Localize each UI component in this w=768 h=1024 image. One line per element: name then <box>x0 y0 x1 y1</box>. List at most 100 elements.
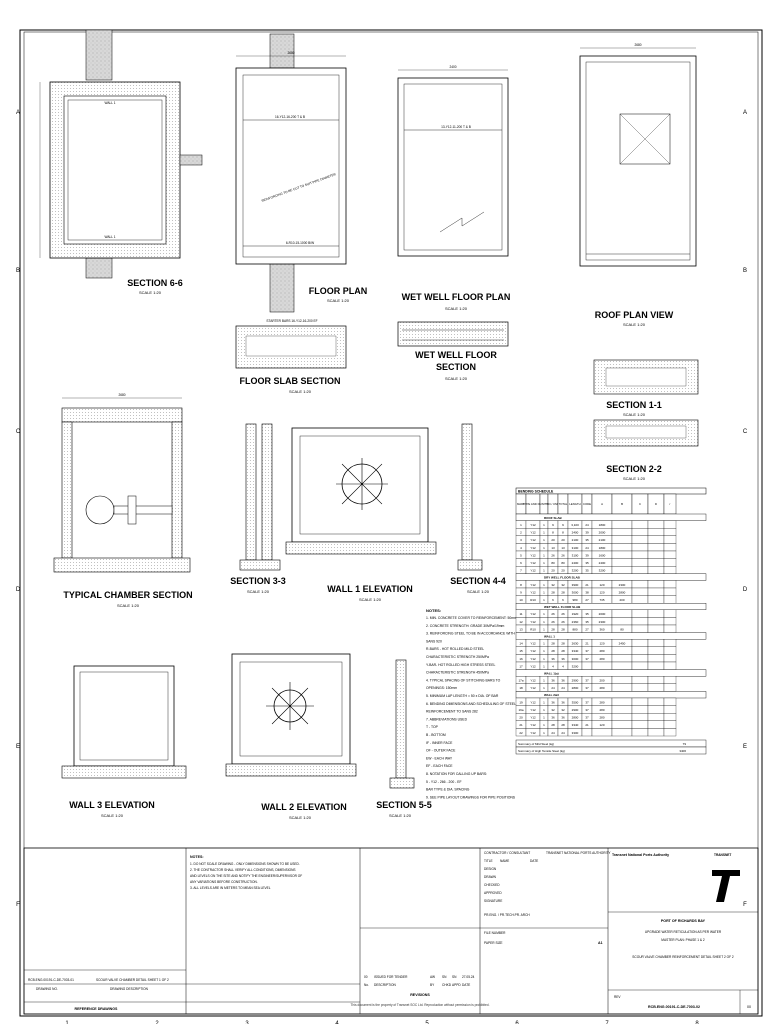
schedule-cell-value: 80 <box>620 627 624 631</box>
grid-row: D <box>16 587 21 593</box>
schedule-cell-value: Y12 <box>530 569 536 573</box>
company-name: Transnet National Ports Authority <box>612 853 669 857</box>
grid-col: 6 <box>515 1021 519 1024</box>
schedule-cell <box>663 720 677 729</box>
rev-header: No. <box>364 983 369 987</box>
schedule-cell <box>647 654 665 663</box>
schedule-cell <box>631 543 649 552</box>
schedule-cell-value: 39 <box>585 553 589 557</box>
schedule-cell <box>631 713 649 721</box>
schedule-cell-value: 28 <box>561 723 565 727</box>
schedule-cell <box>663 624 677 633</box>
schedule-cell-value: 1 <box>543 664 545 668</box>
schedule-cell <box>647 639 665 647</box>
schedule-cell-value: 37 <box>585 686 589 690</box>
schedule-cell-value: 3000 <box>572 590 579 594</box>
contractor-label: CONTRACTOR / CONSULTANT <box>484 851 530 855</box>
general-notes: NOTES:1. MIN. CONCRETE COVER TO REINFORC… <box>426 608 517 799</box>
schedule-cell-value: 280 <box>599 649 604 653</box>
schedule-cell <box>647 528 665 536</box>
schedule-cell-value: R10 <box>530 627 536 631</box>
view-title: SECTION 5-5 <box>376 800 432 810</box>
note-line: OF - OUTER FACE <box>426 749 456 753</box>
schedule-cell-value: 21 <box>585 723 589 727</box>
schedule-cell-value: 37 <box>585 657 589 661</box>
schedule-cell-value: 8 <box>552 531 554 535</box>
note-line: 5 - Y12 - 266 - 200 - EF <box>426 780 462 784</box>
schedule-cell-value: 32 <box>561 708 565 712</box>
schedule-cell-value: 3000 <box>572 657 579 661</box>
bar-label: 16-Y12-16-200 T & B <box>275 115 305 119</box>
schedule-cell-value: 28 <box>561 642 565 646</box>
schedule-summary-label: Summary of Mild Steel (kg) <box>518 742 554 746</box>
schedule-cell-value: 3 <box>520 538 522 542</box>
schedule-cell <box>663 661 677 670</box>
schedule-cell-value: 2450 <box>619 642 626 646</box>
schedule-cell-value: 9 <box>520 590 522 594</box>
schedule-cell-value: 20 <box>519 716 523 720</box>
schedule-cell-value: 1 <box>543 716 545 720</box>
schedule-cell-value: 1600 <box>599 553 606 557</box>
rev-label: REV <box>614 995 621 999</box>
approved-label: APPROVED <box>484 891 502 895</box>
schedule-cell-value: 24 <box>551 686 555 690</box>
grid-row: F <box>743 902 747 908</box>
schedule-cell <box>647 520 665 529</box>
schedule-cell-value: 8 <box>520 583 522 587</box>
schedule-cell-value: 6 <box>552 598 554 602</box>
schedule-cell-value: 26 <box>561 553 565 557</box>
schedule-cell <box>631 676 649 684</box>
schedule-cell-value: Y12 <box>530 664 536 668</box>
schedule-cell-value: 80 <box>551 561 555 565</box>
schedule-cell-value: 2 <box>520 531 522 535</box>
rev-description: ISSUED FOR TENDER <box>374 975 408 979</box>
schedule-cell <box>581 728 593 737</box>
grid-row: C <box>16 429 21 435</box>
schedule-cell-value: 19 <box>519 700 523 704</box>
schedule-cell-value: Y12 <box>530 590 536 594</box>
note-line: R-BARS - HOT ROLLED MILD STEEL <box>426 647 484 651</box>
schedule-cell-value: 1 <box>543 731 545 735</box>
schedule-cell-value: 14 <box>519 642 523 646</box>
schedule-cell <box>663 639 677 647</box>
schedule-cell-value: 28 <box>551 723 555 727</box>
note-line: 1. DO NOT SCALE DRAWING - ONLY DIMENSION… <box>190 862 300 866</box>
schedule-cell <box>663 646 677 655</box>
roof-plan-view: 2680 ROOF PLAN VIEW SCALE 1:20 <box>579 43 697 327</box>
note-line: EF - EACH FACE <box>426 764 453 768</box>
schedule-cell <box>611 617 633 626</box>
schedule-cell-value: R10 <box>530 598 536 602</box>
schedule-cell-value: Y12 <box>530 553 536 557</box>
schedule-cell-value: 35 <box>585 538 589 542</box>
schedule-cell-value: 880 <box>572 627 577 631</box>
schedule-cell-value: 5 <box>520 553 522 557</box>
grid-row: C <box>743 429 748 435</box>
schedule-cell-value: 1800 <box>599 523 606 527</box>
schedule-cell <box>631 624 649 633</box>
grid-col: 5 <box>425 1021 429 1024</box>
schedule-cell-value: 1 <box>543 679 545 683</box>
schedule-cell-value: 2900 <box>572 708 579 712</box>
schedule-cell-value: 8 <box>562 531 564 535</box>
bar-label: 13-Y12-11-200 T & B <box>441 125 471 129</box>
schedule-cell-value: 1 <box>543 583 545 587</box>
section-3-3-view: SECTION 3-3 SCALE 1:20 <box>230 423 286 594</box>
schedule-cell-value: Y12 <box>530 716 536 720</box>
schedule-summary-row <box>515 746 707 755</box>
section-1-1-view: SECTION 1-1 SCALE 1:20 <box>593 359 699 417</box>
view-scale: SCALE 1:20 <box>623 412 646 417</box>
schedule-cell <box>631 697 649 706</box>
schedule-cell-value: 21 <box>585 583 589 587</box>
reference-drawing-description: SCOUR VALVE CHAMBER DETAIL SHEET 1 OF 2 <box>96 978 169 982</box>
schedule-cell-value: 24 <box>585 523 589 527</box>
grid-col: 3 <box>245 1021 249 1024</box>
schedule-cell-value: 18 <box>519 686 523 690</box>
schedule-cell <box>663 676 677 684</box>
schedule-cell <box>631 683 649 692</box>
schedule-cell-value: 280 <box>599 686 604 690</box>
view-title: SECTION 6-6 <box>127 278 183 288</box>
view-title: FLOOR PLAN <box>309 286 368 296</box>
project-line-2: MASTER PLAN: PHASE 1 & 2 <box>661 938 705 942</box>
